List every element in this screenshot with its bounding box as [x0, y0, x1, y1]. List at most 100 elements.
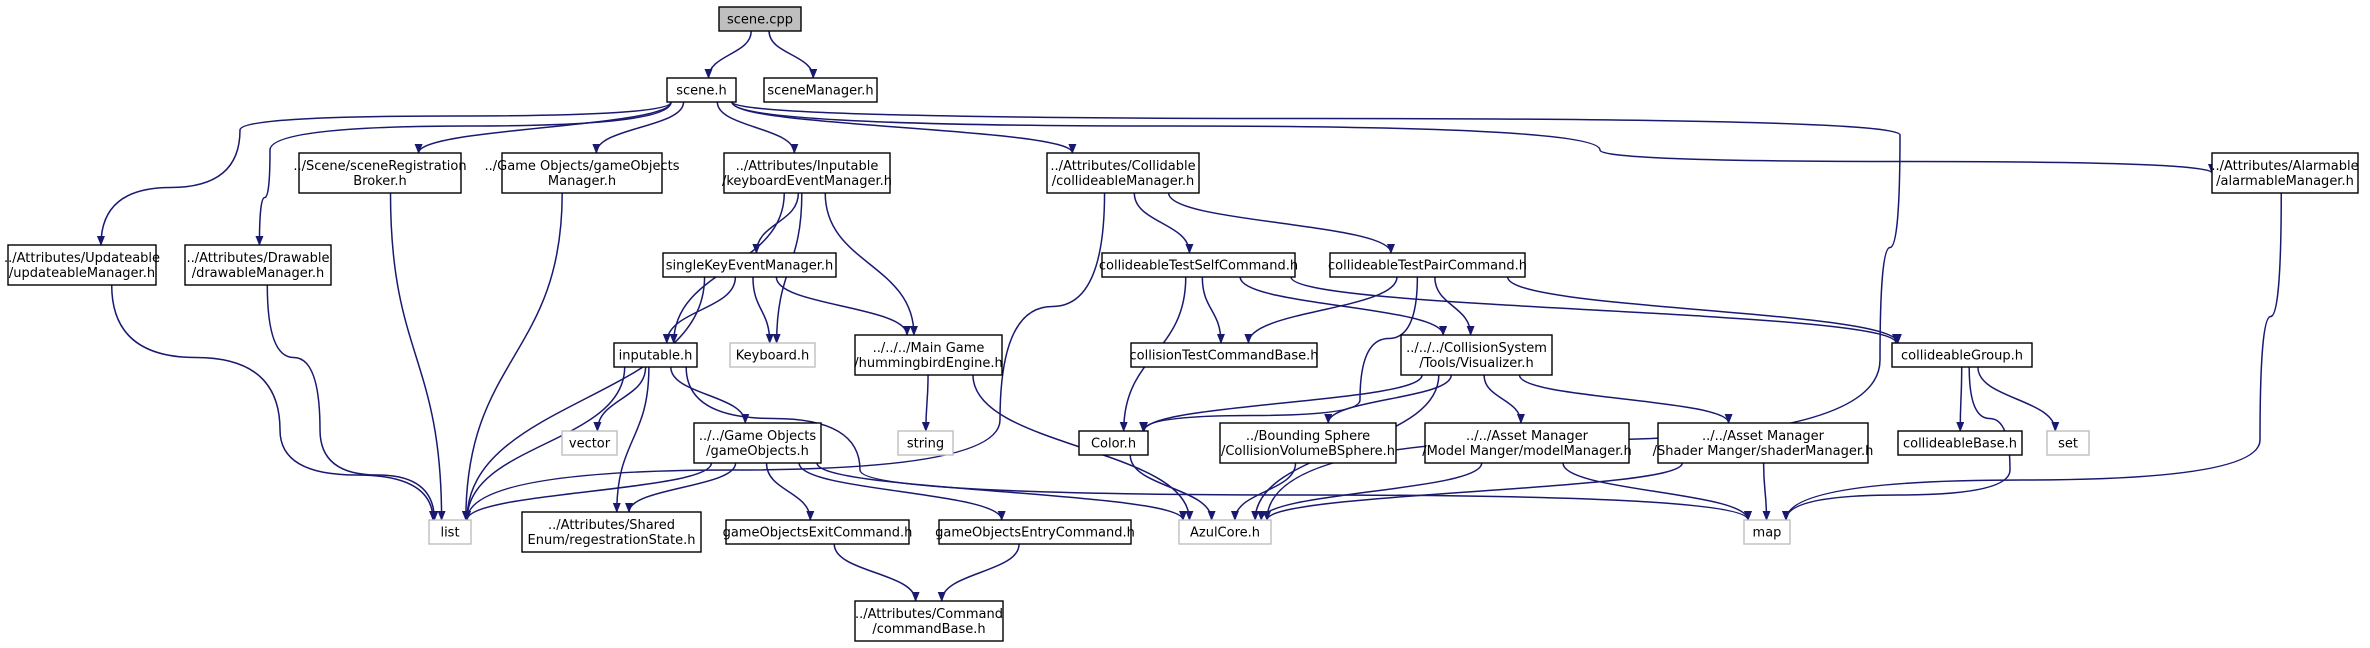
node-commandBase[interactable]: ../Attributes/Command/commandBase.h: [854, 600, 1004, 642]
node-hummingbirdEngine[interactable]: ../../../Main Game/hummingbirdEngine.h: [854, 334, 1003, 376]
edge-collideableTestSelfCommand-to-collisionTestCommandBase: [1201, 276, 1225, 344]
node-color_h[interactable]: Color.h: [1078, 430, 1149, 456]
edge-arrow: [833, 543, 920, 602]
edge-scene_h-to-updateableManager: [96, 101, 672, 246]
node-collideableBase[interactable]: collideableBase.h: [1897, 430, 2023, 456]
node-label: collideableGroup.h: [1901, 349, 2023, 364]
node-box: [7, 244, 157, 286]
node-box: [725, 519, 910, 545]
node-box: [662, 252, 837, 278]
node-collideableGroup[interactable]: collideableGroup.h: [1891, 342, 2033, 368]
edge-modelManager-to-azulCore: [1257, 462, 1483, 521]
node-collideableTestSelfCommand[interactable]: collideableTestSelfCommand.h: [1099, 252, 1298, 278]
edge-hummingbirdEngine-to-string: [921, 374, 930, 432]
edge-sceneRegBroker-to-list: [389, 192, 446, 521]
edge-boundingSphere-to-azulCore: [1230, 462, 1297, 521]
node-visualizer[interactable]: ../../../CollisionSystem/Tools/Visualize…: [1400, 334, 1553, 376]
edge-arrow: [662, 276, 737, 344]
node-box: [1657, 422, 1869, 464]
edge-collideableTestPairCommand-to-collideableGroup: [1506, 276, 1902, 344]
node-collisionTestCommandBase[interactable]: collisionTestCommandBase.h: [1130, 342, 1319, 368]
edge-arrow: [593, 366, 647, 432]
edge-singleKeyEventManager-to-hummingbirdEngine: [775, 276, 911, 336]
edge-arrow: [1263, 462, 1684, 521]
edge-arrow: [1518, 374, 1733, 424]
edge-visualizer-to-modelManager: [1483, 374, 1525, 424]
edge-arrow: [1139, 276, 1419, 432]
edge-collideableGroup-to-map: [1782, 366, 2011, 521]
node-box: [1424, 422, 1630, 464]
node-collideableTestPairCommand[interactable]: collideableTestPairCommand.h: [1328, 252, 1527, 278]
node-scene_cpp[interactable]: scene.cpp: [718, 6, 802, 32]
node-shaderManager[interactable]: ../../Asset Manager/Shader Manger/shader…: [1653, 422, 1874, 464]
node-label: inputable.h: [619, 349, 693, 364]
node-label: /alarmableManager.h: [2216, 174, 2354, 189]
node-sceneManager_h[interactable]: sceneManager.h: [763, 77, 878, 103]
node-box: [1101, 252, 1296, 278]
edge-arrow: [1324, 374, 1452, 424]
node-label: ../Attributes/Collidable: [1050, 159, 1195, 174]
node-boundingSphere[interactable]: ../Bounding Sphere/CollisionVolumeBSpher…: [1219, 422, 1397, 464]
edge-arrow: [670, 366, 750, 424]
edge-visualizer-to-shaderManager: [1518, 374, 1733, 424]
edge-arrow: [1201, 276, 1225, 344]
node-box: [561, 430, 618, 456]
node-label: /Shader Manger/shaderManager.h: [1653, 444, 1874, 459]
edge-exitCommand-to-commandBase: [833, 543, 920, 602]
node-box: [1400, 334, 1553, 376]
edge-arrow: [414, 101, 672, 154]
edge-arrow: [752, 276, 774, 344]
node-regState[interactable]: ../Attributes/SharedEnum/regestrationSta…: [521, 511, 702, 553]
edge-arrow: [798, 462, 1006, 521]
edge-color_h-to-azulCore: [1129, 454, 1216, 521]
node-box: [723, 152, 891, 194]
node-modelManager[interactable]: ../../Asset Manager/Model Manger/modelMa…: [1422, 422, 1632, 464]
edge-arrow: [731, 101, 2216, 174]
node-singleKeyEventManager[interactable]: singleKeyEventManager.h: [662, 252, 837, 278]
node-updateableManager[interactable]: ../Attributes/Updateable/updateableManag…: [4, 244, 160, 286]
node-label: /updateableManager.h: [9, 266, 155, 281]
edge-arrow: [765, 462, 815, 521]
node-list: list: [428, 519, 472, 545]
node-label: sceneManager.h: [767, 84, 873, 99]
edge-scene_h-to-keyboardEventManager: [716, 101, 799, 154]
node-box: [693, 422, 822, 464]
edge-visualizer-to-boundingSphere: [1324, 374, 1452, 424]
node-box: [1046, 152, 1200, 194]
node-gameObjects_h[interactable]: ../../Game Objects/gameObjects.h: [693, 422, 822, 464]
node-label: /hummingbirdEngine.h: [854, 356, 1002, 371]
node-box: [1178, 519, 1272, 545]
edge-visualizer-to-color_h: [1140, 374, 1423, 432]
edge-gameObjects_h-to-entryCommand: [798, 462, 1006, 521]
node-entryCommand[interactable]: gameObjectsEntryCommand.h: [935, 519, 1135, 545]
edge-arrow: [731, 101, 1077, 154]
node-keyboardEventManager[interactable]: ../Attributes/Inputable/keyboardEventMan…: [722, 152, 892, 194]
edge-scene_h-to-gameObjectsManager: [592, 101, 685, 154]
node-string: string: [897, 430, 954, 456]
node-drawableManager[interactable]: ../Attributes/Drawable/drawableManager.h: [184, 244, 332, 286]
node-box: [897, 430, 954, 456]
edge-arrow: [592, 101, 685, 154]
edge-singleKeyEventManager-to-inputable_h: [662, 276, 737, 344]
node-label: Keyboard.h: [736, 349, 809, 364]
node-alarmableManager[interactable]: ../Attributes/Alarmable/alarmableManager…: [2211, 152, 2359, 194]
edge-scene_h-to-drawableManager: [255, 101, 672, 246]
node-collideableManager[interactable]: ../Attributes/Collidable/collideableMana…: [1046, 152, 1200, 194]
node-set: set: [2046, 430, 2090, 456]
node-exitCommand[interactable]: gameObjectsExitCommand.h: [723, 519, 913, 545]
edge-arrow: [463, 276, 706, 521]
node-vector: vector: [561, 430, 618, 456]
node-scene_h[interactable]: scene.h: [666, 77, 737, 103]
node-label: scene.h: [676, 84, 727, 99]
edge-collideableGroup-to-collideableBase: [1956, 366, 1965, 432]
node-inputable_h[interactable]: inputable.h: [613, 342, 698, 368]
edge-inputable_h-to-gameObjects_h: [670, 366, 750, 424]
node-label: gameObjectsExitCommand.h: [723, 526, 913, 541]
node-label: ../Attributes/Shared: [548, 518, 675, 533]
edge-inputable_h-to-list: [463, 366, 626, 521]
node-box: [1130, 342, 1318, 368]
node-label: ../Attributes/Command: [855, 607, 1003, 622]
node-label: ../Attributes/Updateable: [4, 251, 160, 266]
